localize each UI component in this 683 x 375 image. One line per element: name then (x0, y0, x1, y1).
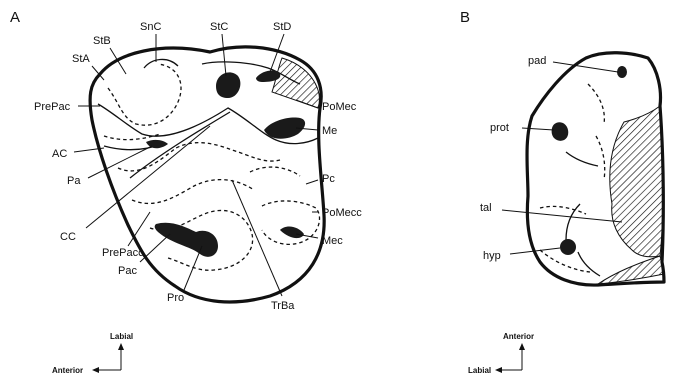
leader-pro (184, 246, 202, 290)
compass-a-labial: Labial (110, 332, 133, 341)
leader-trba (232, 180, 282, 296)
panel-a: A (10, 9, 362, 375)
label-sta: StA (72, 53, 90, 65)
panel-a-stc-cusp (216, 72, 240, 98)
leader-stb (110, 48, 126, 74)
label-pc: Pc (322, 173, 335, 185)
label-snc: SnC (140, 21, 161, 33)
compass-a-anterior: Anterior (52, 366, 83, 375)
panel-a-contour-3 (118, 143, 280, 171)
label-std: StD (273, 21, 291, 33)
panel-b-prot-cusp (552, 122, 569, 141)
label-pac: Pac (118, 265, 137, 277)
label-prot: prot (490, 122, 509, 134)
label-stb: StB (93, 35, 111, 47)
label-cc: CC (60, 231, 76, 243)
panel-b-contour-2 (596, 136, 605, 180)
compass-b-labial: Labial (468, 366, 491, 375)
label-stc: StC (210, 21, 228, 33)
label-me: Me (322, 125, 337, 137)
label-pomecc: PoMecc (322, 207, 362, 219)
label-hyp: hyp (483, 250, 501, 262)
panel-b-contour-3 (540, 206, 586, 214)
panel-b: B pad prot tal hyp (460, 9, 664, 375)
label-pa: Pa (67, 175, 81, 187)
panel-b-hatched-area (610, 106, 663, 257)
panel-b-pad-cusp (617, 66, 627, 78)
panel-b-ridge-1 (566, 152, 598, 166)
panel-b-contour-1 (588, 84, 604, 124)
panel-a-letter: A (10, 9, 20, 26)
panel-a-ridge-upper (144, 59, 178, 68)
label-prepacc: PrePacc (102, 247, 144, 259)
panel-b-compass: Anterior Labial (468, 332, 534, 375)
label-pomec: PoMec (322, 101, 357, 113)
label-tal: tal (480, 202, 492, 214)
panel-a-contour-2 (104, 134, 160, 140)
leader-prot (522, 128, 554, 130)
label-ac: AC (52, 148, 67, 160)
panel-a-contour-4 (132, 180, 254, 204)
label-trba: TrBa (271, 300, 295, 312)
panel-b-hatched-band (598, 256, 664, 284)
leader-pc (306, 180, 318, 184)
label-pad: pad (528, 55, 546, 67)
leader-pa (88, 146, 152, 178)
label-pro: Pro (167, 292, 184, 304)
leader-pad (553, 62, 618, 72)
leader-pac (140, 234, 170, 262)
label-mec: Mec (322, 235, 343, 247)
leader-tal (502, 210, 622, 222)
leader-stc (222, 34, 226, 76)
panel-b-letter: B (460, 9, 470, 26)
panel-a-compass: Labial Anterior (52, 332, 133, 375)
panel-a-contour-7 (250, 167, 300, 176)
panel-a-mec-cusp (280, 227, 304, 239)
panel-a-contour-6 (262, 201, 320, 244)
panel-a-hatched-area (272, 58, 320, 108)
label-prepac: PrePac (34, 101, 71, 113)
panel-a-contour-1 (108, 64, 181, 125)
compass-b-anterior: Anterior (503, 332, 534, 341)
panel-b-hyp-cusp (560, 239, 576, 255)
